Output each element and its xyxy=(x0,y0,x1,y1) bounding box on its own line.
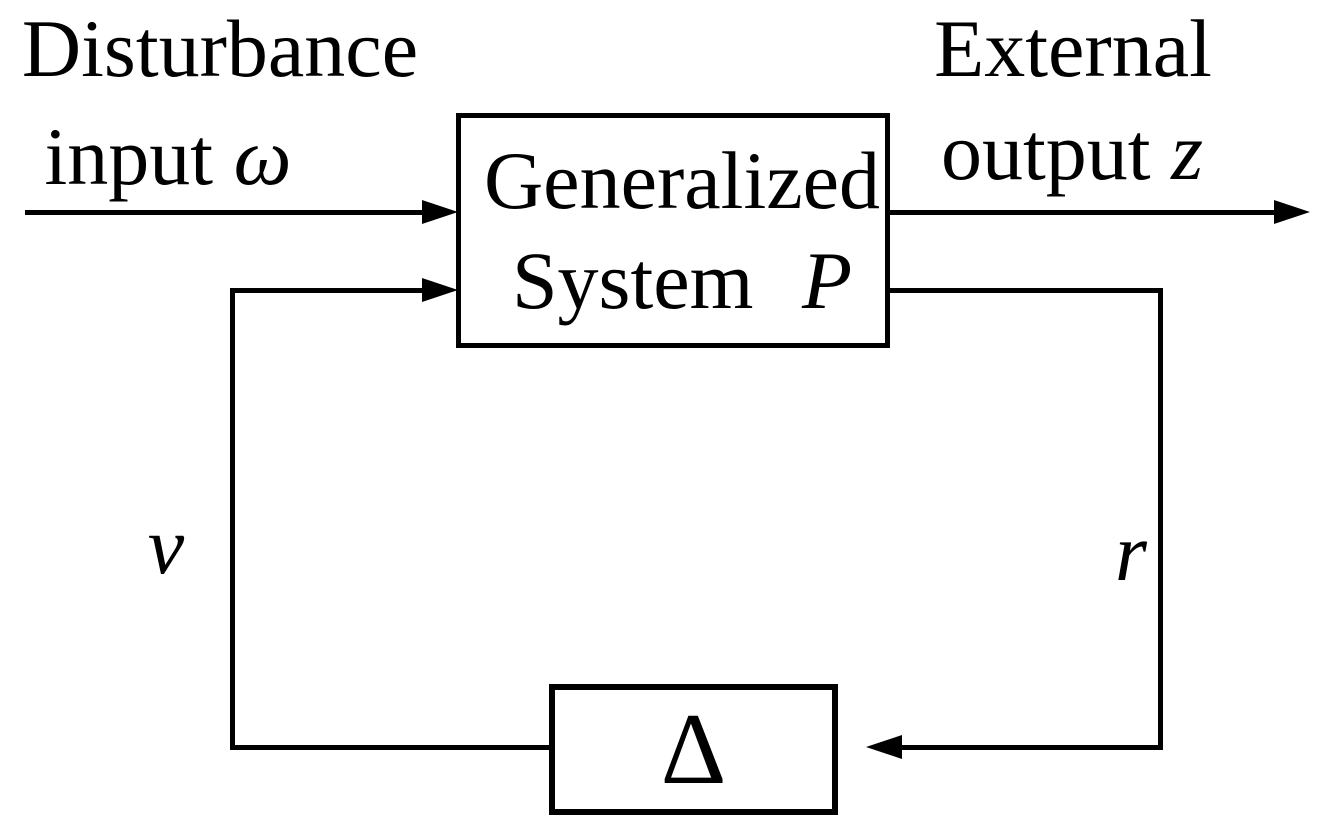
plant-system-word: System xyxy=(511,234,754,326)
disturbance-arrowhead-icon xyxy=(422,200,458,224)
feedback-down-bottom-wire xyxy=(900,745,1163,750)
feedback-return-bottom-wire xyxy=(230,745,552,750)
feedback-down-vertical-wire xyxy=(1158,288,1163,750)
disturbance-input-wire xyxy=(25,210,425,215)
external-label-line1: External xyxy=(934,3,1212,94)
feedback-return-top-wire xyxy=(232,288,425,293)
plant-label-line2: System P xyxy=(512,231,852,331)
plant-label-line1: Generalized xyxy=(483,134,881,226)
feedback-down-top-wire xyxy=(888,288,1163,293)
disturbance-label-line1: Disturbance xyxy=(21,3,419,94)
external-output-arrowhead-icon xyxy=(1274,200,1310,224)
plant-p-symbol: P xyxy=(801,234,853,326)
delta-symbol: Δ xyxy=(660,692,727,806)
feedback-return-vertical-wire xyxy=(230,288,235,750)
omega-symbol: ω xyxy=(233,111,292,202)
z-symbol: z xyxy=(1171,106,1203,197)
uncertainty-block: Δ xyxy=(549,684,838,815)
uncertainty-arrowhead-icon xyxy=(866,735,902,759)
external-output-word: output xyxy=(941,106,1151,197)
disturbance-label-line2: input ω xyxy=(45,116,292,198)
external-output-wire xyxy=(888,210,1278,215)
disturbance-input-word: input xyxy=(44,111,214,202)
feedback-output-signal-label: r xyxy=(1115,507,1147,598)
generalized-system-block: Generalized System P xyxy=(456,113,890,348)
feedback-input-signal-label: v xyxy=(147,500,185,591)
feedback-return-arrowhead-icon xyxy=(422,278,458,302)
external-label-line2: output z xyxy=(941,111,1203,193)
